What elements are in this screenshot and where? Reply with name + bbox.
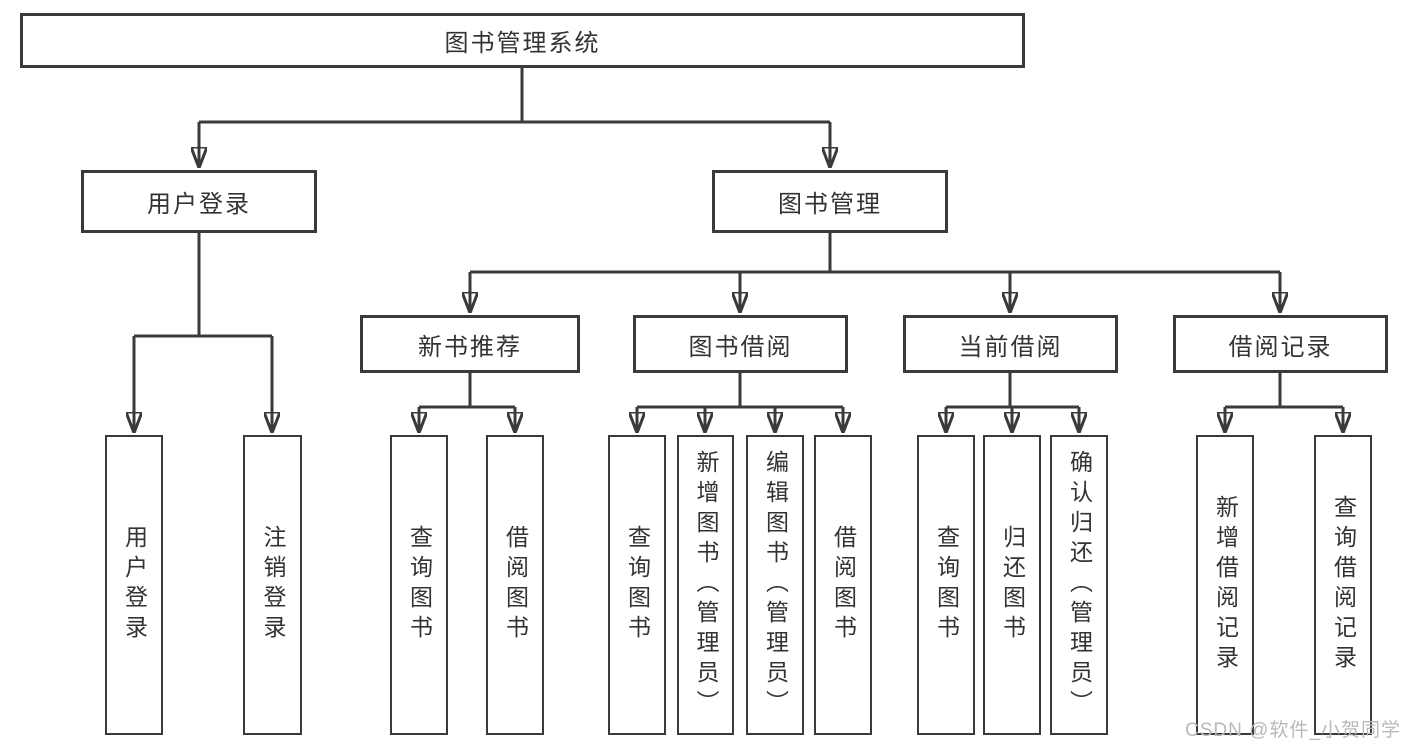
connector-user-login-children <box>134 233 272 433</box>
leaf-query-borrow-record: 查询借阅记录 <box>1314 435 1372 735</box>
leaf-query-borrow-record-label: 查询借阅记录 <box>1330 495 1357 675</box>
leaf-add-book-admin-label: 新增图书（管理员） <box>693 450 719 720</box>
leaf-add-borrow-record-label: 新增借阅记录 <box>1212 495 1239 675</box>
leaf-confirm-return-admin: 确认归还（管理员） <box>1050 435 1108 735</box>
connector-root-to-level2 <box>199 68 830 168</box>
leaf-logout: 注销登录 <box>243 435 302 735</box>
connector-book-management-children <box>470 233 1280 313</box>
leaf-borrow-books-recommend-label: 借阅图书 <box>502 525 529 645</box>
leaf-query-books-current-label: 查询图书 <box>933 525 960 645</box>
leaf-return-book: 归还图书 <box>983 435 1041 735</box>
node-borrow-records: 借阅记录 <box>1173 315 1388 373</box>
connector-new-book-children <box>419 373 515 433</box>
leaf-query-books-borrow-label: 查询图书 <box>624 525 651 645</box>
leaf-add-book-admin: 新增图书（管理员） <box>677 435 734 735</box>
leaf-edit-book-admin-label: 编辑图书（管理员） <box>762 450 789 720</box>
node-current-borrow: 当前借阅 <box>903 315 1118 373</box>
leaf-query-books-recommend: 查询图书 <box>390 435 448 735</box>
leaf-user-login-label: 用户登录 <box>121 525 148 645</box>
node-book-borrow: 图书借阅 <box>633 315 848 373</box>
leaf-borrow-books: 借阅图书 <box>814 435 872 735</box>
leaf-return-book-label: 归还图书 <box>999 525 1026 645</box>
leaf-query-books-recommend-label: 查询图书 <box>406 525 433 645</box>
leaf-user-login: 用户登录 <box>105 435 163 735</box>
node-book-management: 图书管理 <box>712 170 948 233</box>
node-new-book-recommend: 新书推荐 <box>360 315 580 373</box>
leaf-query-books-borrow: 查询图书 <box>608 435 666 735</box>
connector-borrow-records-children <box>1225 373 1343 433</box>
node-root-library-system: 图书管理系统 <box>20 13 1025 68</box>
leaf-borrow-books-recommend: 借阅图书 <box>486 435 544 735</box>
leaf-add-borrow-record: 新增借阅记录 <box>1196 435 1254 735</box>
node-user-login: 用户登录 <box>81 170 317 233</box>
leaf-confirm-return-admin-label: 确认归还（管理员） <box>1066 450 1093 720</box>
leaf-query-books-current: 查询图书 <box>917 435 975 735</box>
leaf-edit-book-admin: 编辑图书（管理员） <box>746 435 804 735</box>
connector-current-borrow-children <box>946 373 1079 433</box>
csdn-watermark: CSDN @软件_小贺同学 <box>1185 720 1401 741</box>
leaf-borrow-books-label: 借阅图书 <box>830 525 857 645</box>
connector-book-borrow-children <box>637 373 843 433</box>
leaf-logout-label: 注销登录 <box>260 525 286 645</box>
